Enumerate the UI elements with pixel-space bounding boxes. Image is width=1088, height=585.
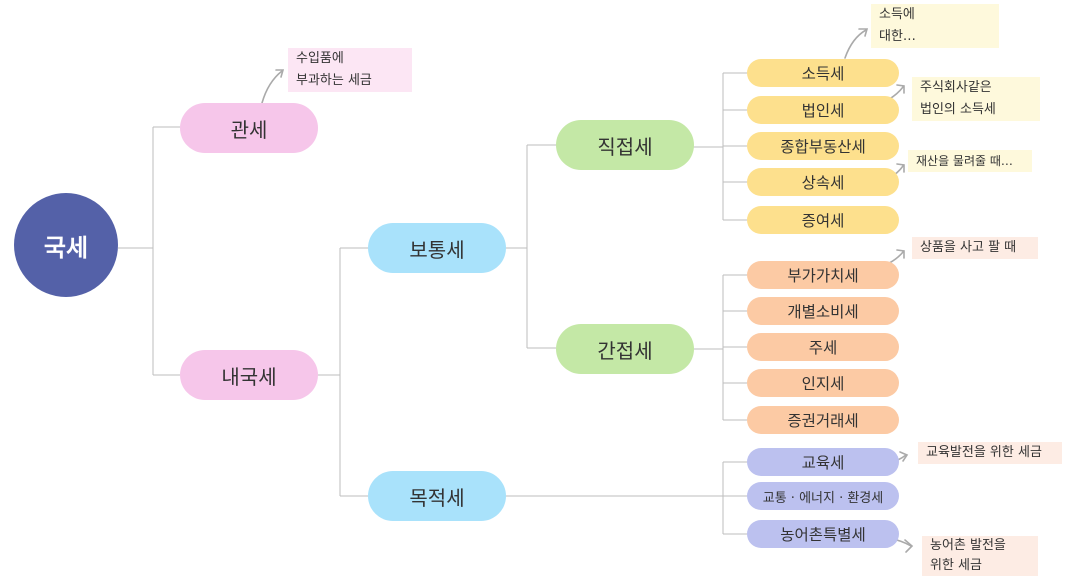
note-education: 교육발전을 위한 세금: [918, 442, 1062, 464]
leaf-excise-tax: 개별소비세: [747, 297, 899, 325]
leaf-corporate-tax: 법인세: [747, 96, 899, 124]
leaf-gift-tax: 증여세: [747, 206, 899, 234]
leaf-stamp-tax: 인지세: [747, 369, 899, 397]
leaf-transport-energy-env-tax: 교통 · 에너지 · 환경세: [747, 482, 899, 510]
note-vat: 상품을 사고 팔 때: [912, 237, 1038, 259]
leaf-inheritance-tax: 상속세: [747, 168, 899, 196]
leaf-vat: 부가가치세: [747, 261, 899, 289]
node-indirect-tax: 간접세: [556, 324, 694, 374]
node-purpose-tax: 목적세: [368, 471, 506, 521]
leaf-property-tax: 종합부동산세: [747, 132, 899, 160]
arrow-icon: [844, 29, 867, 59]
node-internal-tax: 내국세: [180, 350, 318, 400]
node-customs: 관세: [180, 103, 318, 153]
root-node-national-tax: 국세: [14, 193, 118, 297]
node-direct-tax: 직접세: [556, 120, 694, 170]
node-ordinary-tax: 보통세: [368, 223, 506, 273]
leaf-rural-special-tax: 농어촌특별세: [747, 520, 899, 548]
leaf-securities-tax: 증권거래세: [747, 406, 899, 434]
leaf-liquor-tax: 주세: [747, 333, 899, 361]
leaf-education-tax: 교육세: [747, 448, 899, 476]
arrow-icon: [261, 70, 283, 104]
leaf-income-tax: 소득세: [747, 59, 899, 87]
note-inheritance: 재산을 물려줄 때…: [908, 150, 1032, 172]
